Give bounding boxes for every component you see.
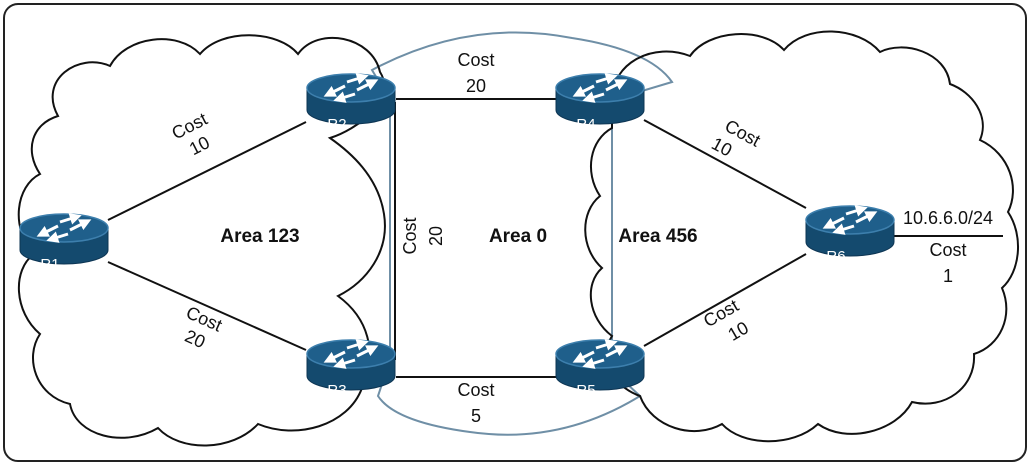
area-123-label: Area 123 [220, 226, 299, 247]
cost-word-r2-r4: Cost [457, 50, 494, 70]
link-r1-r3 [107, 261, 307, 351]
links [107, 98, 1003, 378]
router-r2[interactable]: R2 [306, 73, 396, 133]
cost-value-r3-r5: 5 [471, 406, 481, 426]
cost-value-r2-r3: 20 [426, 226, 446, 246]
cost-value-r5-r6: 10 [725, 317, 752, 344]
link-r4-r6 [643, 119, 807, 209]
router-r3[interactable]: R3 [306, 339, 396, 399]
router-r4[interactable]: R4 [555, 73, 645, 133]
router-r6[interactable]: R6 [805, 205, 895, 265]
cost-word-r3-r5: Cost [457, 380, 494, 400]
router-label: R1 [40, 256, 59, 273]
area-0-label: Area 0 [489, 226, 547, 247]
router-icon [555, 339, 645, 391]
area-456-label: Area 456 [618, 226, 697, 247]
router-label: R5 [576, 382, 595, 399]
router-r1[interactable]: R1 [19, 213, 109, 273]
link-r5-r6 [643, 253, 807, 347]
cost-value-stub: 1 [943, 266, 953, 286]
link-r1-r2 [107, 121, 307, 221]
router-label: R4 [576, 116, 595, 133]
router-icon [306, 339, 396, 391]
stub-network-prefix: 10.6.6.0/24 [903, 208, 993, 228]
router-icon [19, 213, 109, 265]
diagram-frame [3, 3, 1027, 462]
routers: R1 R2 R3 R4 R5 R6 [19, 73, 895, 399]
router-label: R2 [327, 116, 346, 133]
router-label: R6 [826, 248, 845, 265]
router-r5[interactable]: R5 [555, 339, 645, 399]
area-123-cloud [17, 34, 386, 447]
router-label: R3 [327, 382, 346, 399]
router-icon [555, 73, 645, 125]
cost-word-stub: Cost [929, 240, 966, 260]
cost-value-r2-r4: 20 [466, 76, 486, 96]
area-456-cloud [584, 30, 1019, 443]
cost-word-r2-r3: Cost [400, 217, 420, 254]
router-icon [805, 205, 895, 257]
router-icon [306, 73, 396, 125]
